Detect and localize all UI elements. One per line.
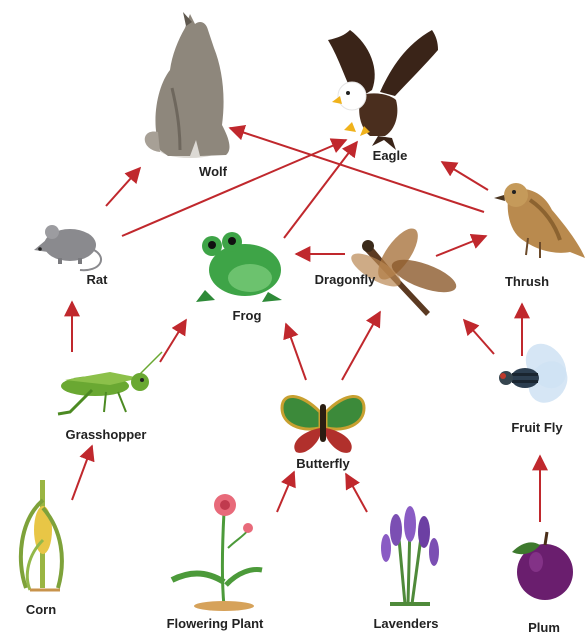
arrow-dragonfly-to-thrush [436, 236, 486, 256]
flowering-plant-icon [172, 494, 262, 611]
arrow-butterfly-to-frog [286, 324, 306, 380]
label-wolf: Wolf [199, 164, 227, 179]
label-thrush: Thrush [505, 274, 549, 289]
label-flowering-plant: Flowering Plant [167, 616, 264, 631]
butterfly-icon [282, 396, 364, 452]
label-grasshopper: Grasshopper [66, 427, 147, 442]
arrow-fruit-fly-to-dragonfly [464, 320, 494, 354]
label-eagle: Eagle [373, 148, 408, 163]
plum-icon [512, 532, 573, 600]
lavenders-icon [381, 506, 439, 604]
label-rat: Rat [87, 272, 108, 287]
label-frog: Frog [233, 308, 262, 323]
label-lavenders: Lavenders [373, 616, 438, 631]
wolf-icon [145, 12, 230, 158]
arrow-frog-to-eagle [284, 142, 357, 238]
dragonfly-icon [347, 223, 460, 316]
arrow-corn-to-grasshopper [72, 446, 92, 500]
arrow-rat-to-wolf [106, 168, 140, 206]
arrow-butterfly-to-dragonfly [342, 312, 380, 380]
label-dragonfly: Dragonfly [315, 272, 376, 287]
arrow-grasshopper-to-frog [160, 320, 186, 362]
corn-icon [21, 480, 62, 590]
label-butterfly: Butterfly [296, 456, 349, 471]
arrow-flowering-plant-to-butterfly [277, 472, 294, 512]
arrow-lavenders-to-butterfly [346, 474, 367, 512]
label-fruit-fly: Fruit Fly [511, 420, 562, 435]
label-corn: Corn [26, 602, 56, 617]
eagle-icon [328, 30, 438, 150]
fruit-fly-icon [499, 336, 575, 410]
rat-icon [34, 225, 101, 270]
grasshopper-icon [58, 352, 162, 414]
arrow-thrush-to-eagle [442, 162, 488, 190]
frog-icon [196, 232, 282, 302]
label-plum: Plum [528, 620, 560, 635]
thrush-icon [494, 183, 585, 258]
arrow-thrush-to-wolf [230, 128, 484, 212]
